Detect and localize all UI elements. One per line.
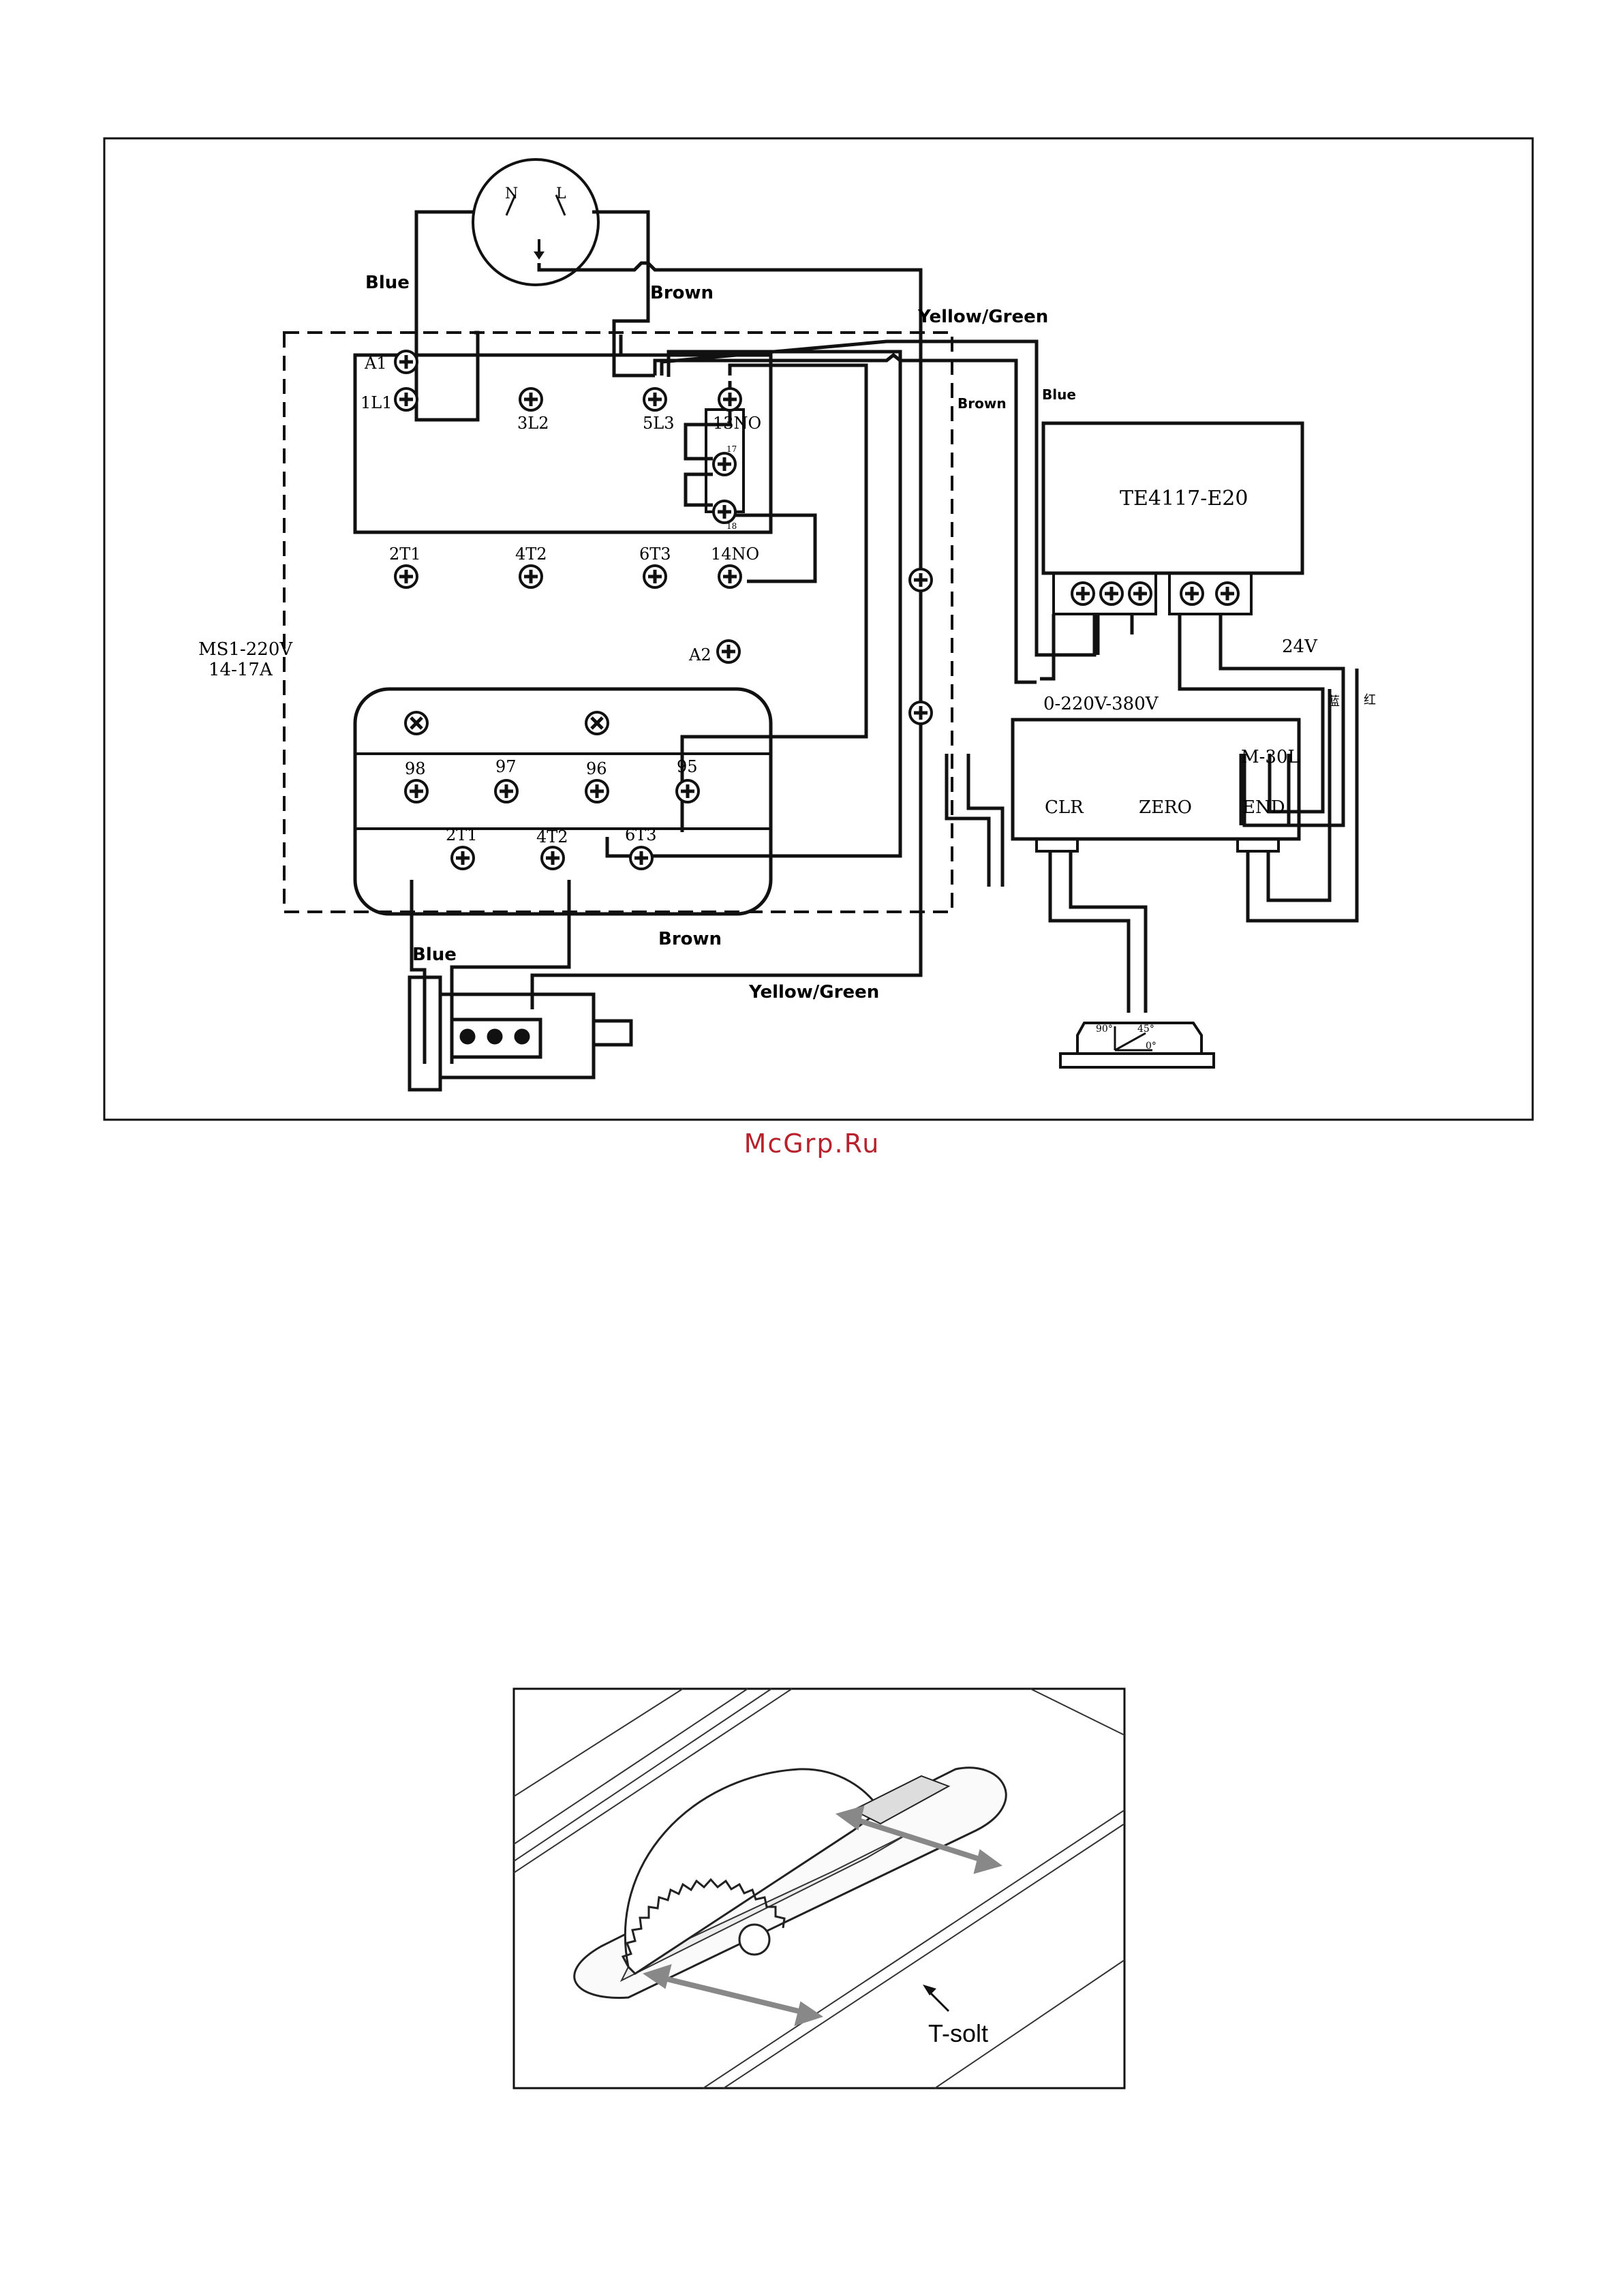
- timer-terminal-2: [1101, 583, 1122, 604]
- terminal-4t2-bottom: [542, 847, 564, 869]
- plate-hole: [739, 1925, 769, 1955]
- tslot-label: T-solt: [928, 2019, 988, 2047]
- timer-terminal-1: [1072, 583, 1094, 604]
- angle-45: 45°: [1137, 1024, 1154, 1035]
- label-6t3-top: 6T3: [639, 545, 671, 564]
- wire-label-yellow-green-top: Yellow/Green: [917, 307, 1048, 327]
- relay-screw-left: [405, 712, 427, 734]
- wiring-diagram: N L: [103, 137, 1534, 1121]
- wire-label-brown-top: Brown: [650, 283, 714, 303]
- label-2t1-bottom: 2T1: [446, 825, 478, 844]
- terminal-3l2: [520, 388, 542, 410]
- timer-terminal-5: [1216, 583, 1238, 604]
- label-95: 95: [677, 757, 698, 776]
- wire-label-brown-motor: Brown: [658, 929, 722, 949]
- terminal-14no: [719, 566, 741, 587]
- terminal-98: [405, 780, 427, 802]
- angle-90: 90°: [1096, 1024, 1113, 1035]
- wire-label-yellow-green-motor: Yellow/Green: [748, 982, 879, 1002]
- tslot-illustration: T-solt: [512, 1687, 1126, 2090]
- watermark: McGrp.Ru: [0, 1129, 1624, 1159]
- timer-terminal-3: [1129, 583, 1151, 604]
- terminal-2t1-top: [395, 566, 417, 587]
- label-3l2: 3L2: [517, 414, 549, 433]
- wire-label-red-cn: 红: [1364, 693, 1376, 707]
- wire-label-blue-right: Blue: [1042, 386, 1076, 403]
- label-aux-17: 17: [726, 444, 737, 454]
- label-a2: A2: [688, 645, 711, 664]
- switch-spec-line2: 14-17A: [209, 660, 273, 680]
- wire-label-brown-right: Brown: [957, 395, 1007, 412]
- meter-zero: ZERO: [1139, 797, 1192, 818]
- terminal-6t3-top: [644, 566, 666, 587]
- label-5l3: 5L3: [643, 414, 674, 433]
- meter-model: M-30L: [1241, 747, 1300, 767]
- terminal-13no: [719, 388, 741, 410]
- earth-terminal-upper: [910, 569, 932, 591]
- terminal-a2: [718, 641, 739, 662]
- terminal-97: [495, 780, 517, 802]
- terminal-1l1: [395, 388, 417, 410]
- terminal-aux-18: [714, 501, 735, 523]
- diagram-frame: [104, 138, 1533, 1120]
- meter-range: 0-220V-380V: [1043, 694, 1159, 714]
- timer-model: TE4117-E20: [1120, 487, 1248, 510]
- label-4t2-bottom: 4T2: [536, 827, 568, 846]
- relay-screw-right: [586, 712, 608, 734]
- label-2t1-top: 2T1: [389, 545, 421, 564]
- label-aux-18: 18: [726, 521, 737, 531]
- terminal-95: [677, 780, 699, 802]
- label-6t3-bottom: 6T3: [625, 825, 657, 844]
- label-14no: 14NO: [711, 545, 759, 564]
- plug-l-label: L: [556, 185, 566, 202]
- terminal-2t1-bottom: [452, 847, 474, 869]
- terminal-6t3-bottom: [630, 847, 652, 869]
- earth-terminal-lower: [910, 702, 932, 724]
- switch-spec-line1: MS1-220V: [198, 639, 293, 660]
- terminal-a1: [395, 351, 417, 373]
- wire-label-blue-top: Blue: [365, 273, 410, 293]
- timer-voltage: 24V: [1282, 637, 1318, 657]
- label-1l1: 1L1: [361, 393, 392, 412]
- label-a1: A1: [364, 354, 387, 373]
- wires: [412, 212, 1343, 1064]
- terminal-4t2-top: [520, 566, 542, 587]
- terminal-5l3: [644, 388, 666, 410]
- timer-terminal-4: [1181, 583, 1203, 604]
- switch-enclosure: [284, 333, 952, 912]
- label-96: 96: [586, 759, 607, 778]
- wire-label-blue-motor: Blue: [412, 945, 457, 965]
- power-plug: N L: [473, 159, 598, 285]
- motor: [410, 977, 631, 1090]
- terminal-96: [586, 780, 608, 802]
- meter-end: END: [1242, 797, 1285, 818]
- label-98: 98: [405, 759, 426, 778]
- angle-0: 0°: [1146, 1041, 1156, 1052]
- label-13no: 13NO: [713, 414, 761, 433]
- label-4t2-top: 4T2: [515, 545, 547, 564]
- terminal-aux-17: [714, 453, 735, 475]
- meter-clr: CLR: [1045, 797, 1084, 818]
- meter-module: 0-220V-380V M-30L CLR ZERO END: [1013, 694, 1300, 851]
- label-97: 97: [495, 757, 517, 776]
- plug-n-label: N: [505, 185, 518, 202]
